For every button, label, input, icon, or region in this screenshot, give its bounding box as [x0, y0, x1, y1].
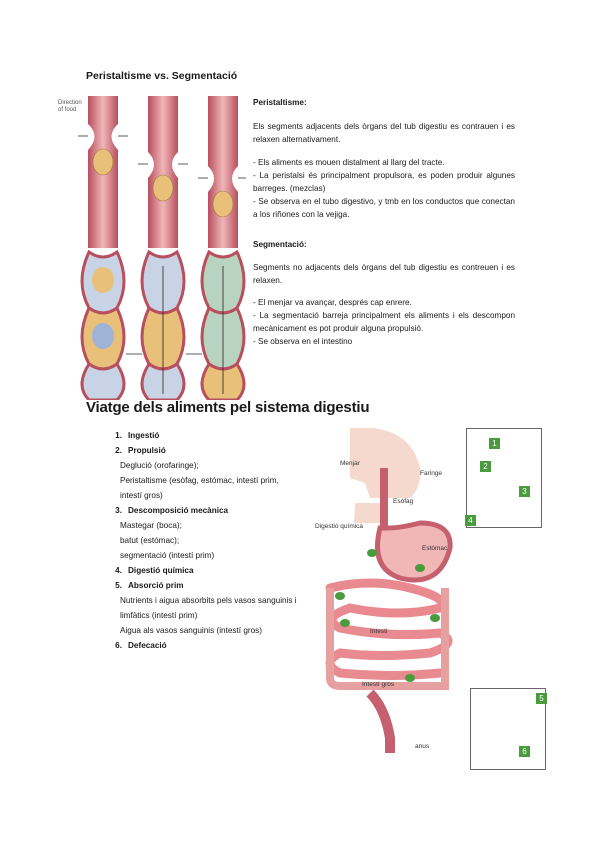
segmentation-tube-2	[140, 249, 186, 400]
peristalsis-point: - Els aliments es mouen distalment al ll…	[253, 158, 445, 167]
segmentation-point: - La segmentació barreja principalment e…	[253, 311, 515, 333]
list-subitem: batut (estómac);	[120, 536, 180, 545]
figure-label-anus: anus	[415, 743, 430, 750]
peristalsis-point: - La peristalsi és principalment propuls…	[253, 171, 515, 193]
inset-number-2: 2	[480, 461, 491, 472]
digestion-steps-list: 1.Ingestió 2.Propulsió Deglució (orofari…	[100, 428, 300, 653]
figure-label-intesti-gros: Intestí gros	[362, 681, 395, 688]
list-item: 5.Absorció prim	[115, 581, 184, 590]
list-item: 4.Digestió química	[115, 566, 194, 575]
list-item: 3.Descomposició mecànica	[115, 506, 229, 515]
list-subitem: Nutrients i aigua absorbits pels vasos s…	[120, 596, 297, 620]
segmentation-heading: Segmentació:	[253, 240, 307, 249]
segmentation-points: - El menjar va avançar, després cap enre…	[253, 296, 515, 348]
list-subitem: segmentació (intestí prim)	[120, 551, 215, 560]
list-item: 6.Defecació	[115, 641, 167, 650]
figure-label-estomac: Estómac	[422, 545, 448, 552]
segmentation-tube-3	[200, 249, 246, 400]
digestive-system-figure: Menjar Faringe Esòfag Digestió química E…	[315, 428, 453, 753]
figure-label-faringe: Faringe	[420, 470, 442, 477]
list-item: 1.Ingestió	[115, 431, 160, 440]
segmentation-point: - Se observa en el intestino	[253, 337, 353, 346]
peristalsis-heading: Peristaltisme:	[253, 98, 307, 107]
inset-number-1: 1	[489, 438, 500, 449]
peristalsis-tube-2	[148, 96, 178, 248]
segmentation-point: - El menjar va avançar, després cap enre…	[253, 298, 412, 307]
inset-top	[466, 428, 542, 528]
section-title-digestive-journey: Viatge dels aliments pel sistema digesti…	[86, 399, 370, 416]
inset-number-4: 4	[465, 515, 476, 526]
inset-number-6: 6	[519, 746, 530, 757]
list-subitem: Mastegar (boca);	[120, 521, 182, 530]
section-title-peristalsis: Peristaltisme vs. Segmentació	[86, 70, 238, 82]
peristalsis-intro: Els segments adjacents dels òrgans del t…	[253, 122, 515, 144]
inset-bottom	[470, 688, 546, 770]
segmentation-tube-1	[80, 249, 126, 400]
inset-number-5: 5	[536, 693, 547, 704]
svg-text:Direction: Direction	[58, 100, 82, 106]
list-subitem: Peristaltisme (esòfag, estómac, intestí …	[120, 476, 279, 500]
list-subitem: Deglució (orofaringe);	[120, 461, 199, 470]
list-item: 2.Propulsió	[115, 446, 166, 455]
peristalsis-segmentation-diagram: Direction of food	[58, 96, 246, 400]
segmentation-intro: Segments no adjacents dels òrgans del tu…	[253, 263, 515, 285]
inset-number-3: 3	[519, 486, 530, 497]
peristalsis-tube-1	[88, 96, 118, 248]
figure-label-intesti: Intestí	[370, 628, 388, 635]
figure-label-esofag: Esòfag	[393, 498, 414, 505]
peristalsis-points: - Els aliments es mouen distalment al ll…	[253, 156, 515, 221]
list-subitem: Aigua als vasos sanguinis (intestí gros)	[120, 626, 262, 635]
figure-label-digestio: Digestió química	[315, 523, 363, 530]
svg-text:of food: of food	[58, 107, 76, 113]
peristalsis-point: - Se observa en el tubo digestivo, y tmb…	[253, 197, 515, 219]
figure-label-menjar: Menjar	[340, 460, 361, 467]
peristalsis-tube-3	[208, 96, 238, 248]
